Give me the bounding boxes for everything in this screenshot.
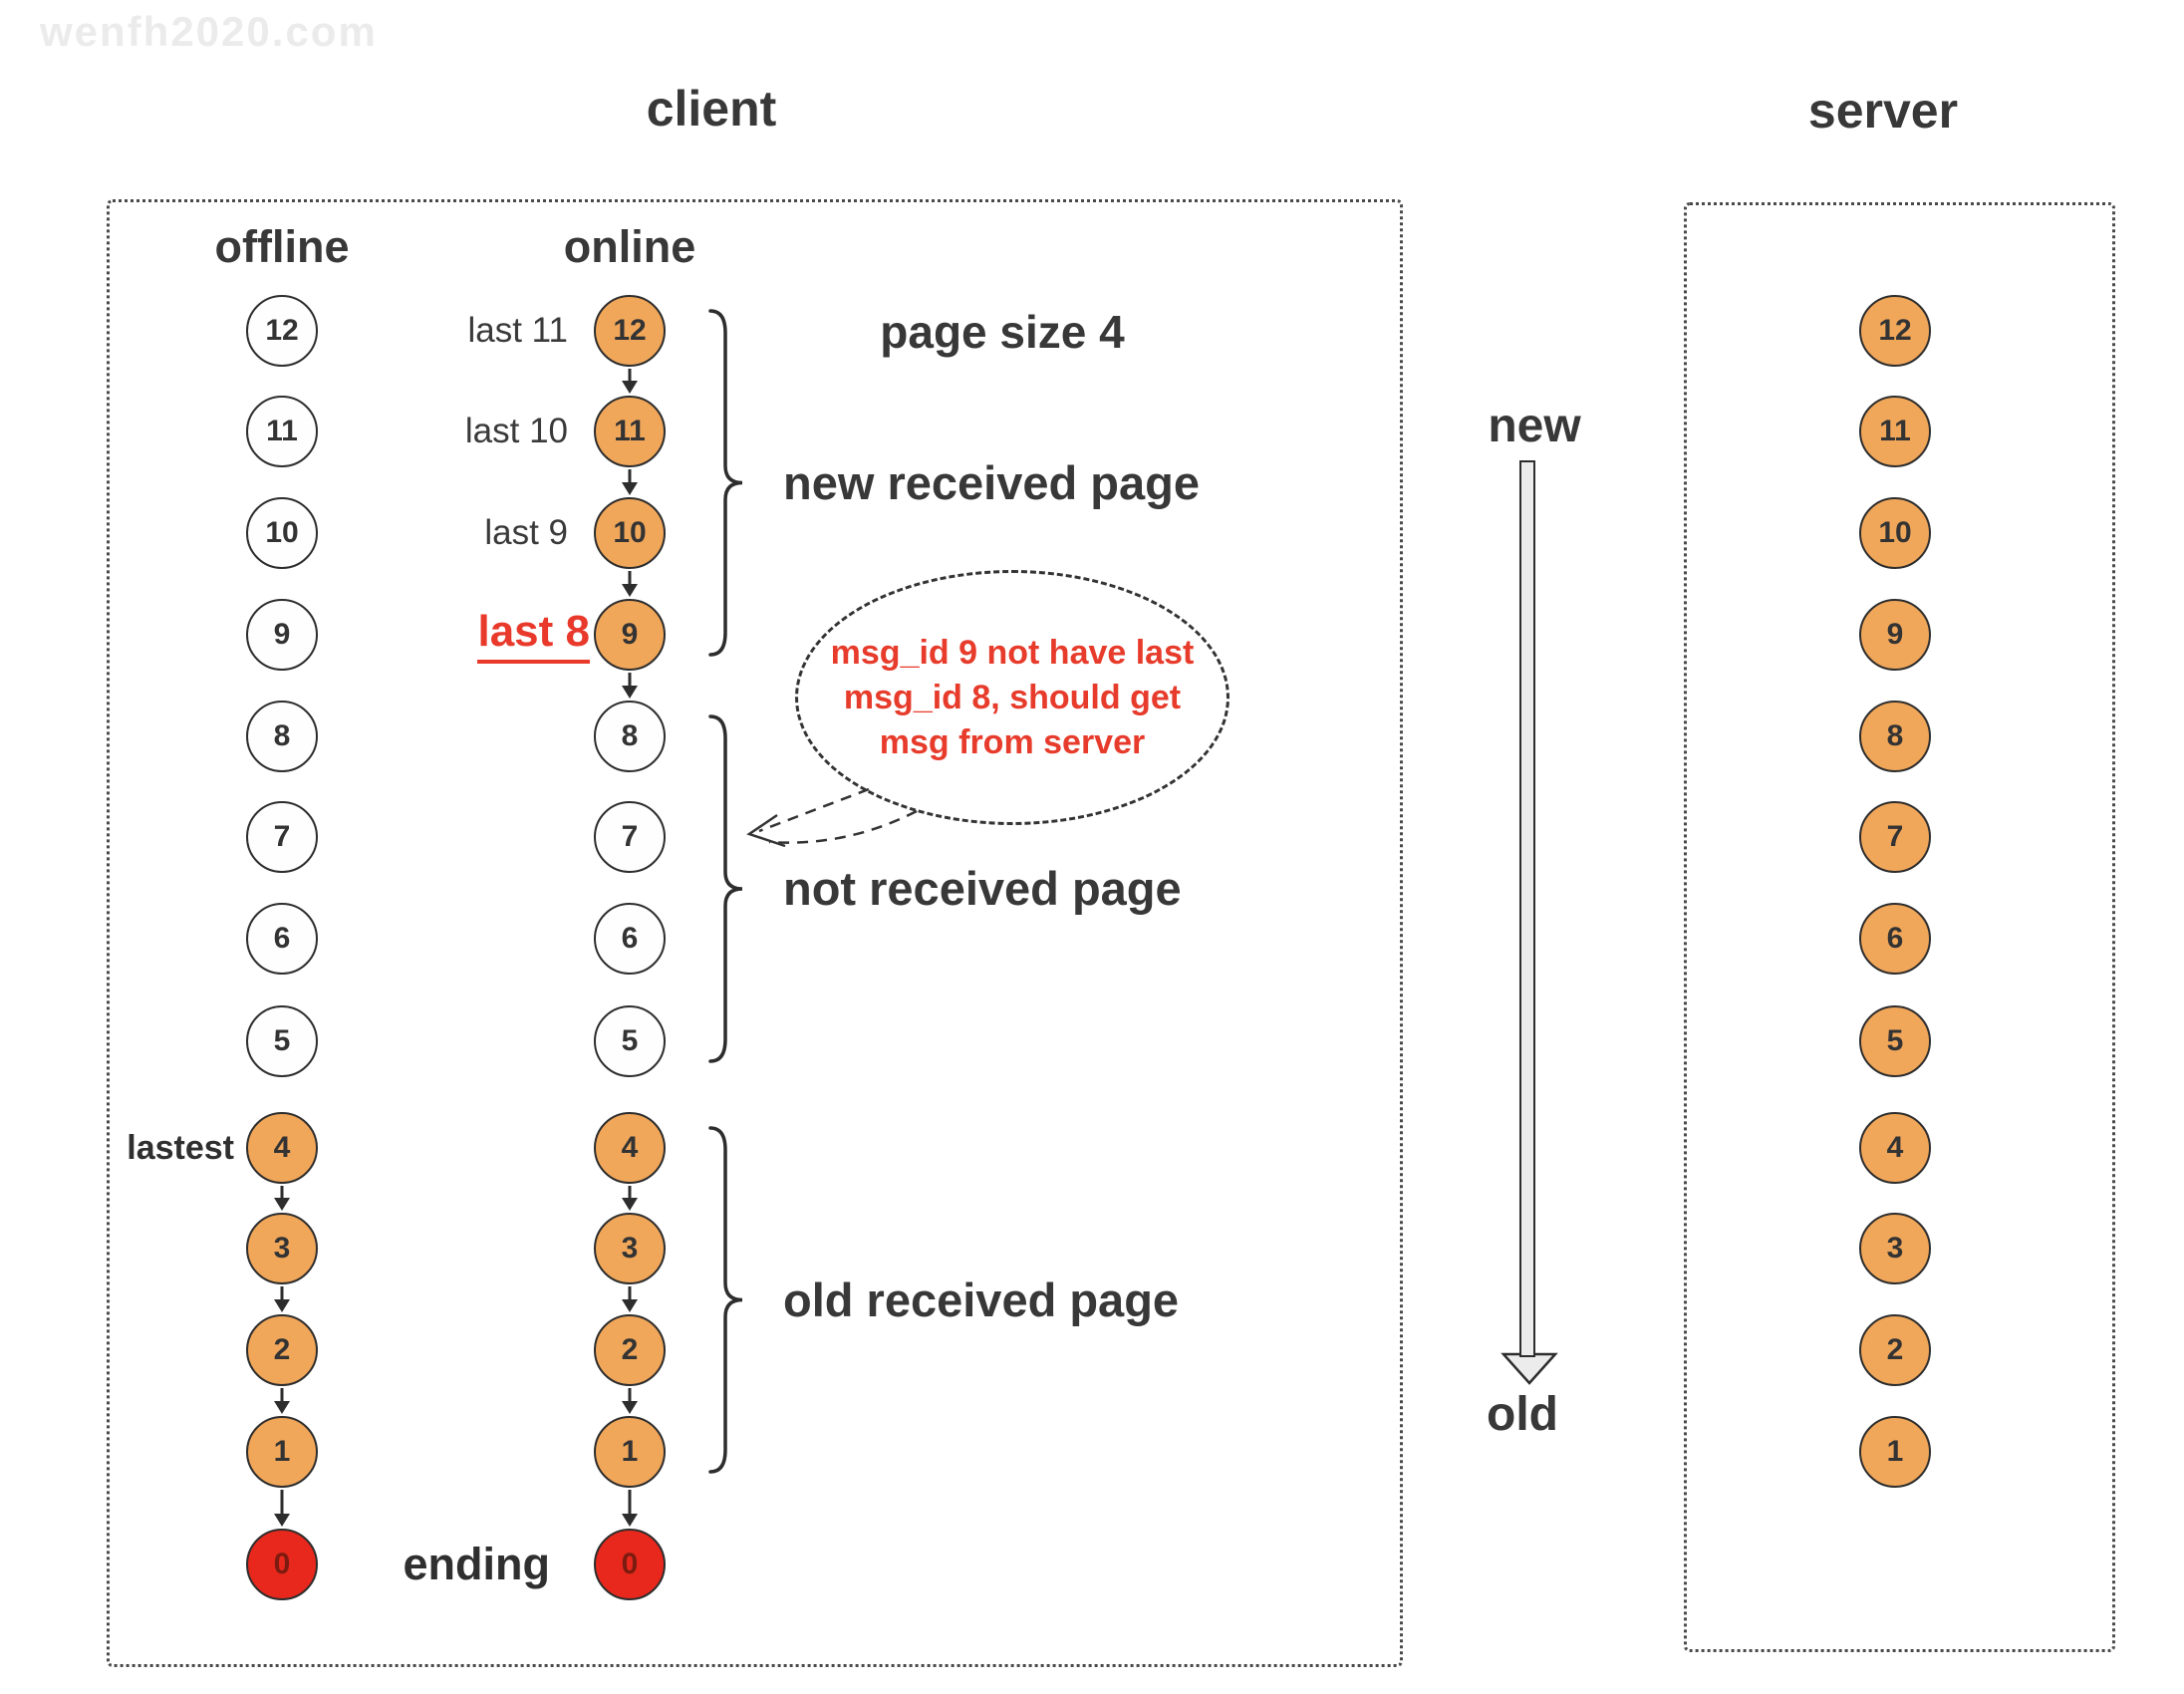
msg-node-server-2: 2 bbox=[1859, 1314, 1931, 1386]
group-brace bbox=[708, 1126, 743, 1474]
watermark: wenfh2020.com bbox=[40, 8, 378, 55]
group-brace bbox=[708, 309, 743, 657]
server-box bbox=[1684, 202, 2115, 1652]
side-label-last-11: last 11 bbox=[467, 311, 568, 350]
bubble-tail-line bbox=[758, 787, 870, 833]
msg-node-server-3: 3 bbox=[1859, 1213, 1931, 1284]
msg-node-online-12: 12 bbox=[594, 295, 666, 367]
msg-node-server-6: 6 bbox=[1859, 903, 1931, 975]
msg-node-server-9: 9 bbox=[1859, 599, 1931, 671]
msg-node-offline-6: 6 bbox=[246, 903, 318, 975]
link-arrowhead-icon bbox=[622, 381, 638, 394]
bubble-tail-line bbox=[768, 809, 918, 844]
msg-node-online-2: 2 bbox=[594, 1314, 666, 1386]
msg-node-online-6: 6 bbox=[594, 903, 666, 975]
msg-node-offline-0: 0 bbox=[246, 1529, 318, 1600]
msg-node-online-0: 0 bbox=[594, 1529, 666, 1600]
msg-node-online-11: 11 bbox=[594, 396, 666, 467]
side-label-last-8: last 8 bbox=[251, 603, 590, 667]
msg-node-server-8: 8 bbox=[1859, 701, 1931, 772]
msg-node-online-1: 1 bbox=[594, 1416, 666, 1488]
offline-column-header: offline bbox=[214, 221, 350, 272]
side-label-last-9: last 9 bbox=[484, 513, 568, 552]
timeline-new-label: new bbox=[1488, 400, 1581, 452]
timeline-arrow-shaft bbox=[1519, 460, 1535, 1357]
msg-node-offline-8: 8 bbox=[246, 701, 318, 772]
msg-node-offline-11: 11 bbox=[246, 396, 318, 467]
link-arrowhead-icon bbox=[622, 482, 638, 495]
msg-node-server-11: 11 bbox=[1859, 396, 1931, 467]
link-arrowhead-icon bbox=[622, 1514, 638, 1527]
bubble-line: msg from server bbox=[879, 722, 1146, 761]
link-arrowhead-icon bbox=[274, 1198, 290, 1211]
page-size-label: page size 4 bbox=[880, 306, 1125, 358]
side-label-last-10: last 10 bbox=[464, 412, 568, 450]
link-arrowhead-icon bbox=[622, 1299, 638, 1312]
msg-node-server-10: 10 bbox=[1859, 497, 1931, 569]
link-arrowhead-icon bbox=[622, 686, 638, 699]
side-label-ending: ending bbox=[403, 1539, 550, 1589]
client-box bbox=[107, 199, 1403, 1667]
link-arrowhead-icon bbox=[274, 1514, 290, 1527]
msg-node-online-9: 9 bbox=[594, 599, 666, 671]
msg-node-offline-4: 4 bbox=[246, 1112, 318, 1184]
side-label-lastest: lastest bbox=[127, 1128, 234, 1167]
msg-node-server-12: 12 bbox=[1859, 295, 1931, 367]
group-brace bbox=[708, 714, 743, 1063]
group-label-old-received-page: old received page bbox=[783, 1272, 1180, 1326]
msg-node-offline-2: 2 bbox=[246, 1314, 318, 1386]
link-arrowhead-icon bbox=[622, 1401, 638, 1414]
msg-node-server-4: 4 bbox=[1859, 1112, 1931, 1184]
bubble-line: msg_id 8, should get bbox=[843, 678, 1182, 716]
msg-node-offline-1: 1 bbox=[246, 1416, 318, 1488]
msg-node-online-8: 8 bbox=[594, 701, 666, 772]
link-arrowhead-icon bbox=[274, 1299, 290, 1312]
timeline-arrowhead-icon bbox=[1501, 1352, 1558, 1385]
msg-node-online-4: 4 bbox=[594, 1112, 666, 1184]
msg-node-offline-10: 10 bbox=[246, 497, 318, 569]
msg-node-offline-5: 5 bbox=[246, 1005, 318, 1077]
msg-node-online-7: 7 bbox=[594, 801, 666, 873]
timeline-old-label: old bbox=[1487, 1388, 1558, 1441]
msg-node-offline-9: 9 bbox=[246, 599, 318, 671]
msg-node-server-1: 1 bbox=[1859, 1416, 1931, 1488]
msg-node-offline-7: 7 bbox=[246, 801, 318, 873]
msg-node-online-10: 10 bbox=[594, 497, 666, 569]
group-label-new-received-page: new received page bbox=[783, 455, 1200, 509]
msg-node-server-7: 7 bbox=[1859, 801, 1931, 873]
msg-node-offline-12: 12 bbox=[246, 295, 318, 367]
client-title: client bbox=[646, 81, 777, 137]
msg-node-server-5: 5 bbox=[1859, 1005, 1931, 1077]
callout-bubble: msg_id 9 not have last msg_id 8, should … bbox=[795, 570, 1229, 825]
link-arrowhead-icon bbox=[622, 1198, 638, 1211]
online-column-header: online bbox=[563, 221, 696, 272]
msg-node-offline-3: 3 bbox=[246, 1213, 318, 1284]
bubble-tail-arrowhead-icon bbox=[746, 813, 786, 848]
group-label-not-received-page: not received page bbox=[783, 862, 1182, 915]
link-arrowhead-icon bbox=[622, 584, 638, 597]
msg-node-online-3: 3 bbox=[594, 1213, 666, 1284]
bubble-line: msg_id 9 not have last bbox=[830, 633, 1195, 672]
link-arrowhead-icon bbox=[274, 1401, 290, 1414]
msg-node-online-5: 5 bbox=[594, 1005, 666, 1077]
server-title: server bbox=[1807, 83, 1959, 139]
